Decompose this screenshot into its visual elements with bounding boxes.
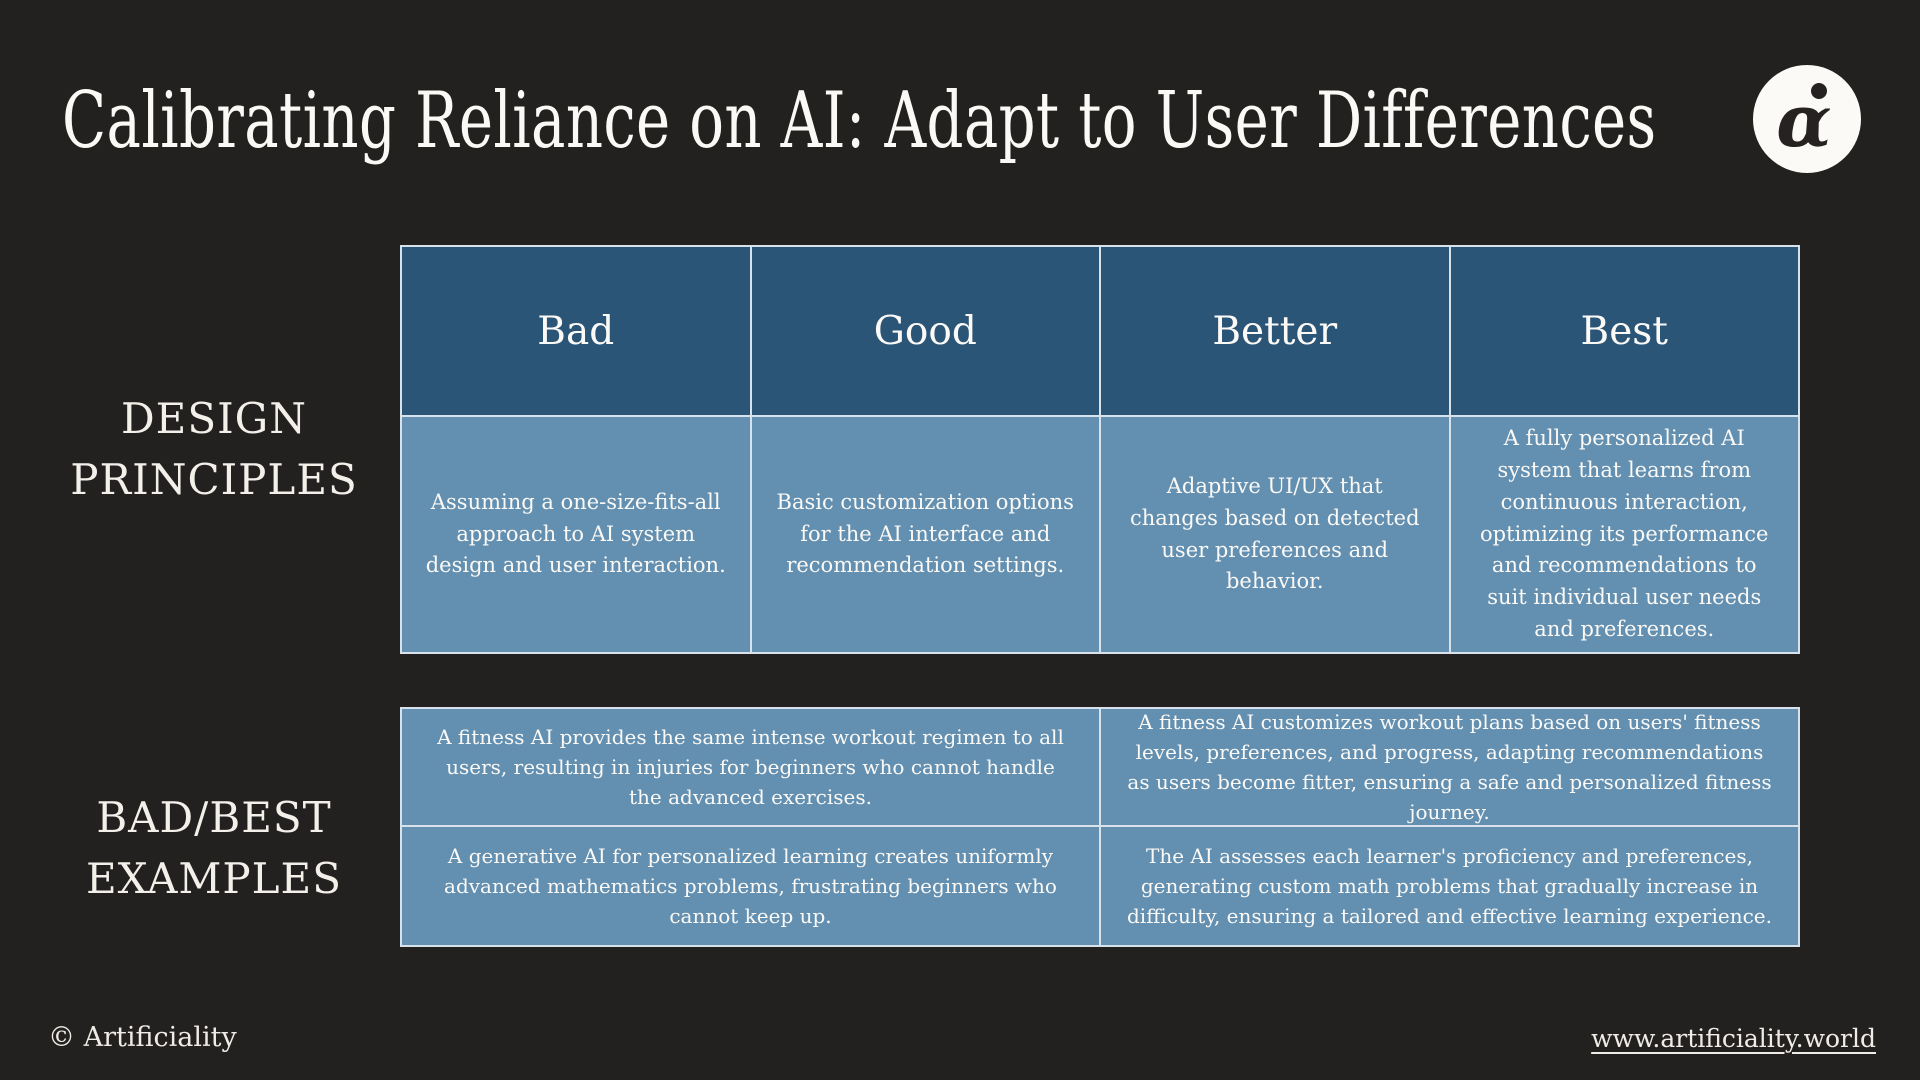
principle-cell-good: Basic customization options for the AI i… (751, 417, 1099, 652)
logo-a-icon: α (1776, 78, 1831, 163)
example-cell-bad-learning: A generative AI for personalized learnin… (402, 827, 1099, 945)
artificiality-logo-icon: α (1753, 65, 1861, 173)
example-cell-best-fitness: A fitness AI customizes workout plans ba… (1101, 709, 1798, 825)
row-label-design-principles: DESIGN PRINCIPLES (70, 393, 358, 504)
column-header-best: Best (1450, 247, 1798, 415)
slide-title: Calibrating Reliance on AI: Adapt to Use… (62, 76, 1657, 166)
column-header-good: Good (751, 247, 1099, 415)
copyright-text: © Artificiality (48, 1022, 237, 1053)
column-header-bad: Bad (402, 247, 750, 415)
principle-cell-bad: Assuming a one-size-fits-all approach to… (402, 417, 750, 652)
example-cell-best-learning: The AI assesses each learner's proficien… (1101, 827, 1798, 945)
logo-dot (1811, 83, 1827, 99)
artificiality-logo: α (1752, 64, 1862, 174)
example-cell-bad-fitness: A fitness AI provides the same intense w… (402, 709, 1099, 825)
logo-circle (1753, 65, 1861, 173)
principle-cell-best: A fully personalized AI system that lear… (1450, 417, 1798, 652)
website-link[interactable]: www.artificiality.world (1591, 1024, 1876, 1053)
examples-table: A fitness AI provides the same intense w… (400, 707, 1800, 947)
principle-cell-better: Adaptive UI/UX that changes based on det… (1101, 417, 1449, 652)
design-principles-table: Bad Good Better Best Assuming a one-size… (400, 245, 1800, 654)
row-label-bad-best-examples: BAD/BEST EXAMPLES (86, 793, 342, 903)
column-header-better: Better (1101, 247, 1449, 415)
